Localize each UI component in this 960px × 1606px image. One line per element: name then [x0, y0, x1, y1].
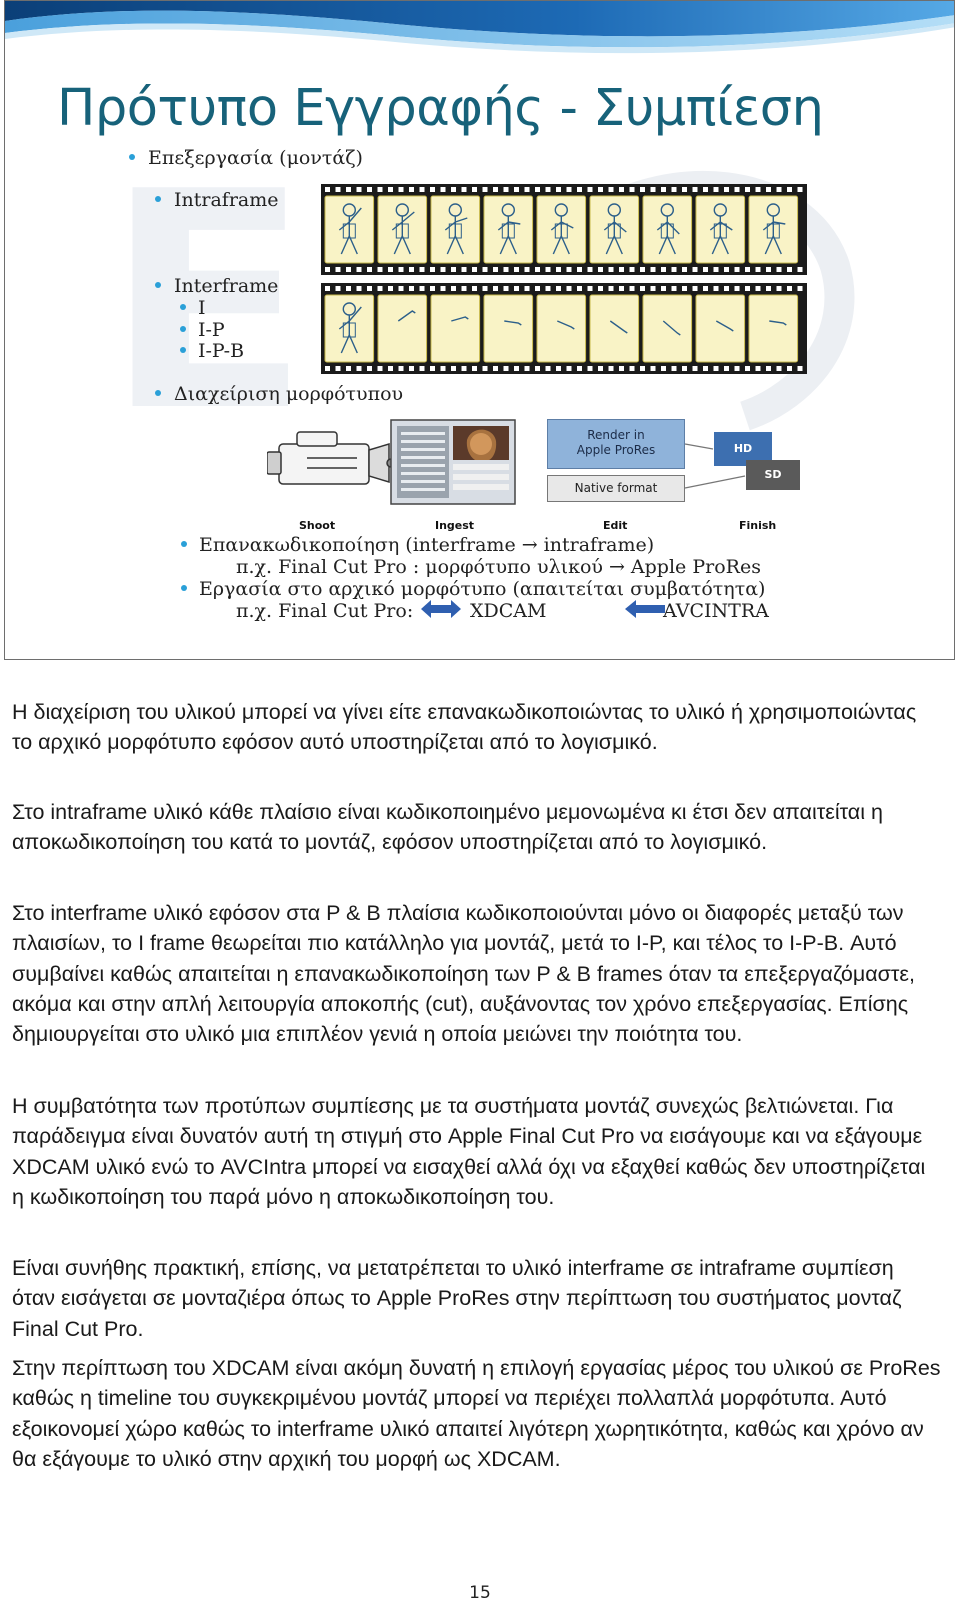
page-number: 15: [469, 1583, 491, 1603]
bullet-dot: [155, 282, 161, 288]
bullet-gop-ipb: I-P-B: [180, 340, 244, 362]
paragraph-2: Στο intraframe υλικό κάθε πλαίσιο είναι …: [12, 800, 883, 855]
sd-box: SD: [746, 460, 800, 490]
paragraph-5: Είναι συνήθης πρακτική, επίσης, να μετατ…: [12, 1256, 902, 1341]
native-format-avcintra: AVCINTRA: [663, 600, 769, 622]
bullet-gop-i: I: [180, 297, 206, 319]
workflow-label-ingest: Ingest: [435, 519, 475, 532]
svg-text:E: E: [105, 128, 310, 477]
slide-title: Πρότυπο Εγγραφής - Συμπίεση: [57, 79, 824, 138]
bullet-processing: Επεξεργασία (μοντάζ): [129, 147, 363, 169]
interframe-filmstrip: [321, 283, 807, 374]
bullet-gop-ip: I-P: [180, 319, 225, 341]
bullet-interframe: Interframe: [155, 275, 278, 297]
native-format-xdcam: XDCAM: [470, 600, 547, 622]
bullet-dot: [181, 585, 187, 591]
slide: E Πρότυπο Εγγραφής - Συμπίεση Επεξεργασί…: [4, 0, 955, 660]
bullet-dot: [180, 304, 186, 310]
paragraph-6: Στην περίπτωση του XDCAM είναι ακόμη δυν…: [12, 1356, 941, 1471]
workflow-graphics: [267, 419, 746, 505]
bullet-dot: [155, 390, 161, 396]
workflow-label-shoot: Shoot: [299, 519, 336, 532]
reencode-example: π.χ. Final Cut Pro : μορφότυπο υλικού → …: [236, 556, 761, 578]
bullet-dot: [129, 154, 135, 160]
bullet-reencode: Επανακωδικοποίηση (interframe → intrafra…: [181, 534, 654, 556]
intraframe-filmstrip: [321, 184, 807, 275]
workflow-label-finish: Finish: [739, 519, 777, 532]
camera-icon: [267, 431, 396, 485]
bullet-dot: [180, 347, 186, 353]
bullet-format-management: Διαχείριση μορφότυπου: [155, 383, 403, 405]
native-format-box: Native format: [547, 475, 685, 502]
header-swoosh: [5, 1, 954, 54]
bullet-dot: [181, 541, 187, 547]
native-example: π.χ. Final Cut Pro:: [236, 600, 414, 622]
paragraph-4: Η συμβατότητα των προτύπων συμπίεσης με …: [12, 1094, 926, 1209]
render-prores-box: Render in Apple ProRes: [547, 419, 685, 469]
left-arrow-icon: [625, 600, 665, 618]
bullet-dot: [155, 196, 161, 202]
bullet-intraframe: Intraframe: [155, 189, 279, 211]
workflow-label-edit: Edit: [603, 519, 628, 532]
ingest-screen-icon: [390, 419, 516, 505]
bullet-dot: [180, 326, 186, 332]
bullet-native-format: Εργασία στο αρχικό μορφότυπο (απαιτείται…: [181, 578, 765, 600]
double-arrow-icon: [421, 600, 461, 618]
workflow-diagram: Render in Apple ProRes Native format HD …: [267, 414, 800, 544]
paragraph-3: Στο interframe υλικό εφόσον στα P & B πλ…: [12, 901, 915, 1047]
paragraph-1: Η διαχείριση του υλικού μπορεί να γίνει …: [12, 700, 917, 755]
